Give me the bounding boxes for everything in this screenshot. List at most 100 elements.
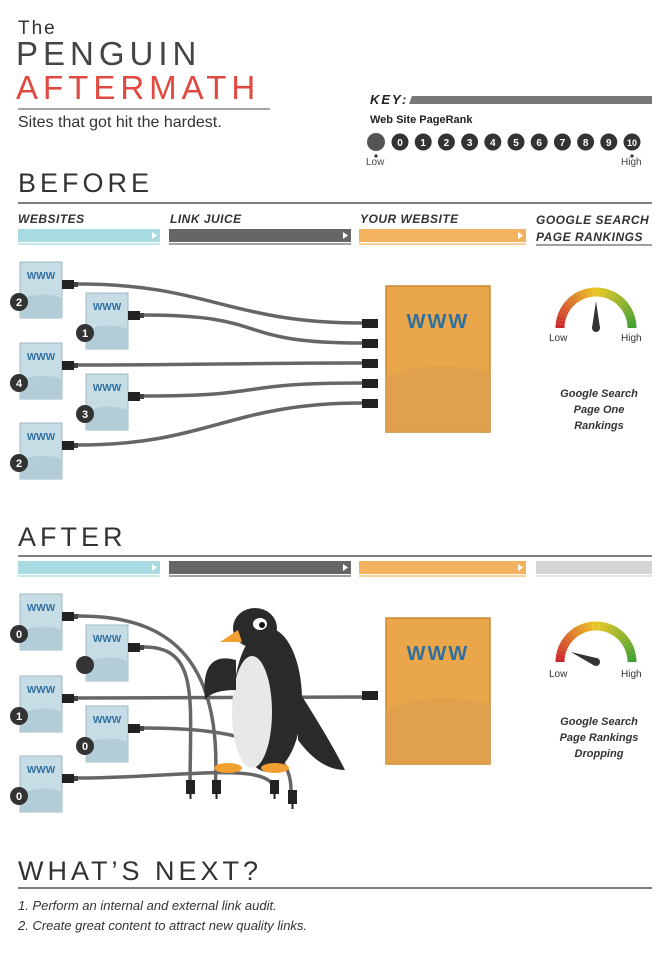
after-gauge-arc-segment [621,638,632,647]
after-plug-icon [62,694,74,703]
title-subtitle: Sites that got hit the hardest. [18,114,222,131]
after-gauge-arc-segment [560,638,571,647]
before-column-bar [169,229,351,242]
before-site-rank-value: 4 [16,378,23,390]
after-heading: AFTER [18,522,127,552]
bar-arrow-icon [152,232,157,239]
before-gauge-arc-segment [602,288,609,299]
before-site-rank-value: 2 [16,297,22,309]
before-gauge-arc-segment [560,304,571,313]
after-plug-icon [128,724,140,733]
before-gauge-arc-segment [563,300,573,310]
before-socket-icon [362,339,378,348]
after-site-page-shade [20,708,62,732]
pagerank-scale-dot [577,133,595,151]
before-link-cable [142,313,364,345]
key-low-label: Low [366,157,385,168]
next-item: 2. Create great content to attract new q… [18,918,308,933]
after-gauge-arc-segment [602,622,609,633]
after-caption-line: Dropping [574,748,624,760]
after-plug-tip [74,776,78,781]
after-site-rank-value: 0 [16,629,22,641]
column-websites: WEBSITES [18,212,85,226]
after-gauge-arc-segment [557,645,568,653]
after-gauge-arc-segment [583,622,590,633]
before-your-website-shade [386,366,490,432]
before-gauge-arc-segment [623,307,633,316]
after-gauge-arc-segment [599,621,605,632]
scale-low-marker [374,154,378,158]
before-column-bar [18,229,160,242]
before-plug-tip [74,282,78,287]
after-site-page-shade [86,657,128,681]
after-gauge-arc-segment [619,634,629,644]
before-site-rank-value: 3 [82,409,88,421]
before-site-rank-badge [76,324,94,342]
next-item: 1. Perform an internal and external link… [18,898,277,913]
after-gauge-low: Low [549,669,568,680]
after-caption: Google Search Page Rankings Dropping [544,714,654,762]
before-site-page-shade [86,325,128,349]
pagerank-scale-dot [367,133,385,151]
pagerank-scale-dot [623,133,641,151]
before-gauge-arc-segment [625,315,636,322]
before-site-rank-badge [10,454,28,472]
after-gauge-arc-segment [626,653,637,659]
after-loose-plug-icon [288,790,297,804]
after-plug-icon [128,643,140,652]
pagerank-scale-dot [437,133,455,151]
after-link-cable [142,645,193,792]
penguin-belly [232,656,272,768]
before-heading: BEFORE [18,168,154,198]
before-site-page-shade [86,406,128,430]
after-gauge-hub [592,658,600,666]
after-site-label: WWW [27,603,56,614]
before-plug-icon [62,280,74,289]
after-column-bar [169,561,351,574]
before-site-rank-badge [76,405,94,423]
title-aftermath: AFTERMATH [16,69,261,106]
after-gauge-arc-segment [624,645,635,653]
after-link-cable [76,695,364,700]
after-gauge-arc-segment [568,629,578,639]
after-caption-line: Google Search [560,716,638,728]
before-gauge-arc-segment [559,307,569,316]
after-loose-plug-icon [186,780,195,794]
after-gauge-arc-segment [555,653,566,659]
before-caption-line: Google Search [560,388,638,400]
bar-arrow-icon [152,564,157,571]
after-site-label: WWW [27,765,56,776]
pagerank-scale-value: 2 [444,138,450,149]
after-gauge-arc-segment [587,621,593,632]
title-the: The [18,18,57,39]
before-gauge-hub [592,324,600,332]
before-site-label: WWW [93,383,122,394]
pagerank-scale-value: 6 [536,138,542,149]
after-plug-tip [140,645,144,650]
before-column-bar [359,229,526,242]
before-plug-tip [140,394,144,399]
after-gauge-arc-segment [617,631,627,641]
after-loose-plug-icon [270,780,279,794]
after-site-page-shade [86,738,128,762]
after-link-cable [76,770,277,792]
after-plug-tip [74,614,78,619]
column-link-juice: LINK JUICE [170,212,242,226]
after-your-website-label: WWW [407,643,470,665]
before-gauge-needle [592,301,600,328]
before-socket-icon [362,359,378,368]
before-link-cable [76,282,364,325]
next-heading: WHAT’S NEXT? [18,856,263,886]
after-site-rank-badge [76,656,94,674]
before-gauge-arc-segment [555,319,566,325]
after-site-rank-badge [76,737,94,755]
before-gauge-arc-segment [617,297,627,307]
pagerank-scale-value: 7 [560,138,566,149]
before-site-rank-badge [10,374,28,392]
before-gauge-low: Low [549,333,568,344]
column-your-website: YOUR WEBSITE [360,212,459,226]
before-site-label: WWW [93,302,122,313]
after-gauge-arc-segment [614,629,624,639]
before-gauge-arc-segment [614,295,624,305]
